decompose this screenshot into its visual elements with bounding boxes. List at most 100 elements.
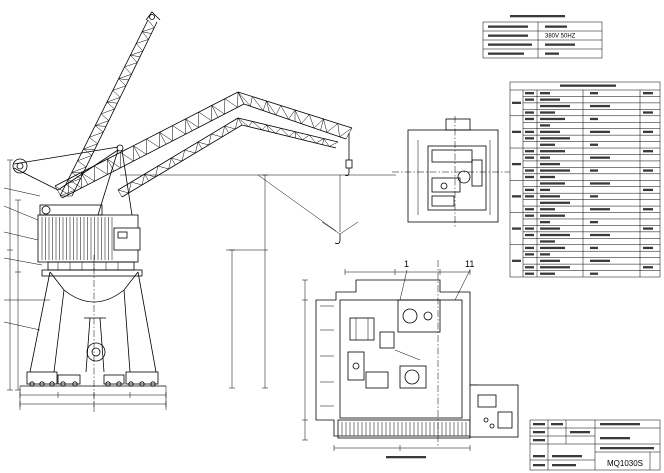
trunk-lattice-chord	[117, 117, 239, 191]
drive-shaft	[394, 349, 421, 361]
trunk-head-lattice-strut	[322, 138, 324, 145]
illegible-text-mark	[488, 43, 532, 46]
hoist-winch-drums	[355, 318, 369, 340]
load-hook-geometry	[120, 174, 396, 244]
illegible-text-mark	[525, 266, 534, 269]
center-drive-hub	[91, 347, 101, 357]
jib-lattice-strut	[320, 118, 324, 131]
drawing-number: MQ1030S	[607, 459, 643, 468]
wheel	[72, 381, 78, 387]
illegible-text-mark	[540, 253, 550, 256]
crane-plan-view: 1 11	[302, 259, 519, 451]
power-supply-value: 380V 50HZ	[545, 34, 576, 40]
right-bogie	[125, 371, 159, 385]
trunk-lattice-strut	[117, 189, 123, 198]
illegible-text-mark	[540, 259, 560, 262]
jib-lattice-strut	[266, 100, 270, 113]
illegible-text-mark	[540, 137, 570, 140]
luffing-pinion	[423, 311, 433, 321]
illegible-text-mark	[600, 437, 630, 440]
illegible-text-mark	[525, 98, 534, 101]
machinery-plan-detail	[392, 116, 510, 228]
crane-elevation	[3, 11, 396, 412]
slewing-motor	[431, 195, 455, 207]
trunk-head-lattice-strut	[266, 124, 270, 132]
illegible-text-mark	[386, 456, 426, 459]
illegible-text-mark	[512, 162, 521, 166]
slewing-brake	[352, 362, 360, 370]
illegible-text-mark	[525, 175, 534, 179]
trunk-lattice-brace	[117, 117, 239, 194]
slewing-motor-plan	[347, 351, 365, 381]
illegible-text-mark	[525, 156, 534, 159]
slewing-drive-gear	[404, 369, 420, 385]
wheel	[49, 381, 55, 387]
illegible-text-mark	[590, 92, 598, 95]
illegible-text-mark	[643, 208, 653, 211]
operator-cab	[113, 227, 141, 251]
mast-head-sheave	[149, 14, 155, 20]
wheel	[105, 381, 111, 387]
illegible-text-mark	[540, 182, 565, 185]
illegible-text-mark	[533, 431, 545, 434]
luffing-motor	[431, 177, 461, 193]
illegible-text-mark	[533, 423, 545, 426]
illegible-text-mark	[540, 195, 560, 198]
mast-head-frame	[145, 11, 161, 21]
illegible-text-mark	[590, 233, 610, 237]
main-boom-lattice-strut	[159, 132, 167, 145]
illegible-text-mark	[512, 195, 521, 198]
counterweight-hub	[16, 162, 24, 170]
technical-spec-table	[509, 81, 661, 278]
portal-left-leg	[29, 271, 65, 373]
illegible-text-mark	[510, 15, 565, 18]
illegible-text-mark	[545, 43, 575, 46]
cab-window	[117, 231, 128, 239]
illegible-text-mark	[525, 137, 534, 140]
illegible-text-mark	[512, 101, 521, 104]
mast-lattice-strut	[130, 54, 141, 58]
winch-drum	[41, 205, 51, 215]
illegible-text-mark	[540, 266, 570, 269]
cabin-console	[477, 394, 497, 408]
illegible-text-mark	[525, 92, 534, 95]
illegible-text-mark	[540, 150, 565, 153]
illegible-text-mark	[590, 220, 598, 224]
hoist-winch	[349, 317, 375, 341]
illegible-text-mark	[643, 150, 653, 153]
illegible-text-mark	[540, 233, 570, 237]
load-hook-icon	[334, 234, 341, 244]
illegible-text-mark	[540, 220, 550, 224]
detail-inner-frame	[427, 145, 487, 211]
illegible-text-mark	[545, 52, 559, 55]
illegible-text-mark	[540, 227, 560, 230]
illegible-text-mark	[540, 175, 555, 179]
a-frame-legs	[97, 149, 133, 216]
portal-right-leg	[123, 271, 157, 373]
a-frame-tower	[97, 144, 133, 216]
illegible-text-mark	[560, 84, 616, 87]
illegible-text-mark	[525, 233, 534, 237]
illegible-text-mark	[525, 111, 534, 114]
illegible-text-mark	[525, 169, 534, 172]
detail-side-rails	[417, 140, 491, 215]
illegible-text-mark	[525, 195, 534, 198]
main-boom-lattice-strut	[185, 118, 193, 131]
main-boom-lattice-strut	[211, 105, 219, 118]
boom-system	[54, 19, 353, 199]
illegible-text-mark	[525, 150, 534, 153]
luffing-mechanism	[397, 299, 441, 333]
a-frame-pivot	[116, 144, 124, 152]
slewing-drive	[399, 365, 427, 389]
illegible-text-mark	[533, 455, 545, 458]
house-siding	[41, 217, 113, 260]
illegible-text-mark	[590, 246, 598, 250]
machinery-house	[37, 204, 141, 263]
main-boom-lattice-strut	[107, 159, 115, 172]
wheel	[60, 381, 66, 387]
trunk-head-lattice-strut	[294, 131, 296, 139]
illegible-text-mark	[512, 130, 521, 134]
spec-table-frame	[509, 81, 661, 278]
main-boom-lattice-strut	[133, 145, 141, 158]
